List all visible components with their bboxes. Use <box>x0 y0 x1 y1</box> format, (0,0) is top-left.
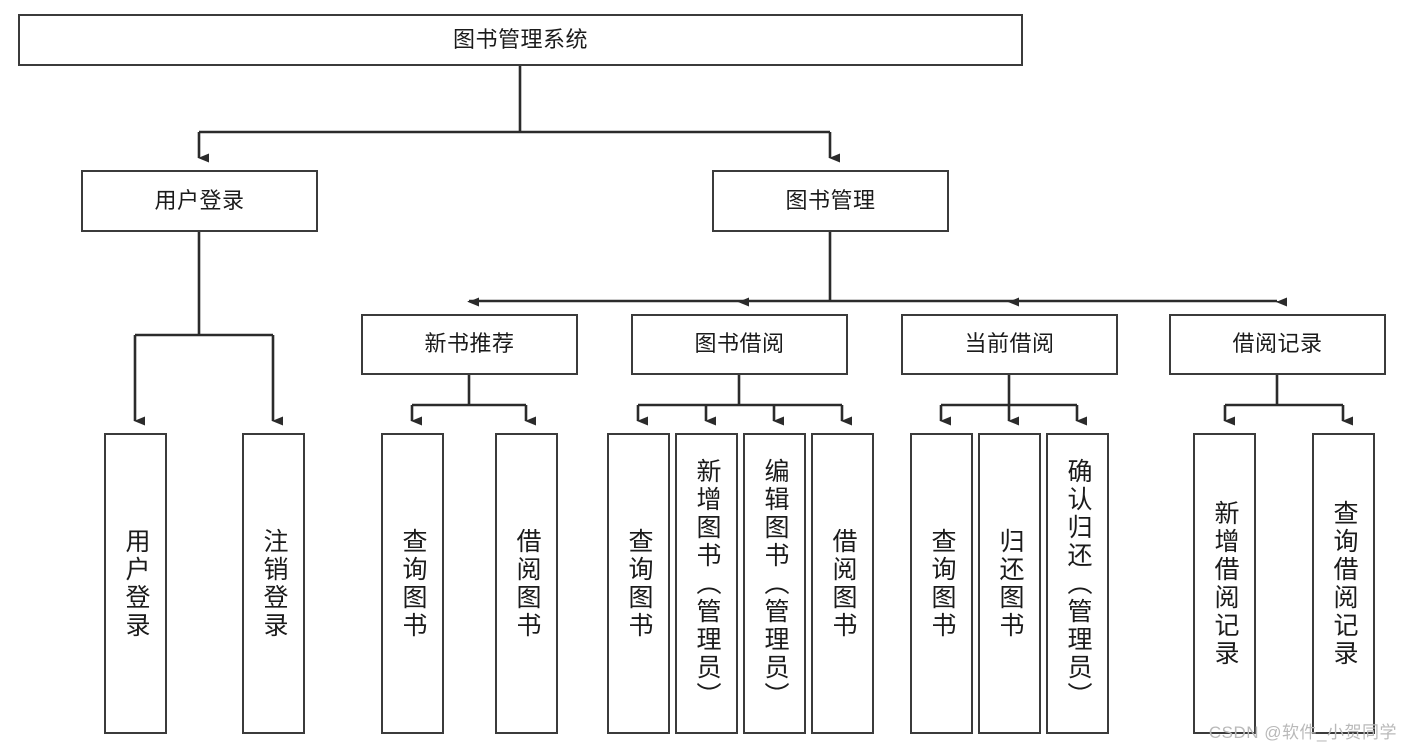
node-label: 用户登录 <box>154 187 245 213</box>
node-new-book-recommend[interactable]: 新书推荐 <box>361 314 578 375</box>
node-label: 查询图书 <box>928 527 956 640</box>
node-label: 当前借阅 <box>964 331 1055 357</box>
leaf-borrow-book-recommend[interactable]: 借阅图书 <box>495 433 558 734</box>
node-label: 借阅记录 <box>1232 331 1323 357</box>
node-label: 归还图书 <box>996 527 1024 640</box>
leaf-query-book-recommend[interactable]: 查询图书 <box>381 433 444 734</box>
node-label: 查询图书 <box>399 527 427 640</box>
node-label: 查询图书 <box>625 527 653 640</box>
leaf-logout[interactable]: 注销登录 <box>242 433 305 734</box>
node-label: 图书借阅 <box>694 331 785 357</box>
node-user-login[interactable]: 用户登录 <box>81 170 318 232</box>
node-book-borrow[interactable]: 图书借阅 <box>631 314 848 375</box>
leaf-return-book[interactable]: 归还图书 <box>978 433 1041 734</box>
node-label: 借阅图书 <box>829 527 857 640</box>
node-label: 新书推荐 <box>424 331 515 357</box>
node-book-management[interactable]: 图书管理 <box>712 170 949 232</box>
node-label: 新增借阅记录 <box>1211 499 1239 668</box>
node-label: 注销登录 <box>260 527 288 640</box>
leaf-user-login[interactable]: 用户登录 <box>104 433 167 734</box>
node-label: 图书管理 <box>785 187 876 213</box>
node-borrow-record[interactable]: 借阅记录 <box>1169 314 1386 375</box>
node-label: 确认归还（管理员） <box>1064 457 1092 710</box>
leaf-borrow-book[interactable]: 借阅图书 <box>811 433 874 734</box>
leaf-query-book-current[interactable]: 查询图书 <box>910 433 973 734</box>
node-label: 图书管理系统 <box>452 26 588 52</box>
leaf-query-book-borrow[interactable]: 查询图书 <box>607 433 670 734</box>
leaf-edit-book-admin[interactable]: 编辑图书（管理员） <box>743 433 806 734</box>
node-label: 查询借阅记录 <box>1330 499 1358 668</box>
node-label: 用户登录 <box>122 527 150 640</box>
leaf-confirm-return-admin[interactable]: 确认归还（管理员） <box>1046 433 1109 734</box>
leaf-query-borrow-record[interactable]: 查询借阅记录 <box>1312 433 1375 734</box>
leaf-add-borrow-record[interactable]: 新增借阅记录 <box>1193 433 1256 734</box>
node-label: 编辑图书（管理员） <box>761 457 789 710</box>
node-label: 新增图书（管理员） <box>693 457 721 710</box>
node-label: 借阅图书 <box>513 527 541 640</box>
node-root-book-management-system[interactable]: 图书管理系统 <box>18 14 1023 66</box>
csdn-watermark: CSDN @软件_小贺同学 <box>1208 723 1397 742</box>
node-current-borrow[interactable]: 当前借阅 <box>901 314 1118 375</box>
leaf-add-book-admin[interactable]: 新增图书（管理员） <box>675 433 738 734</box>
